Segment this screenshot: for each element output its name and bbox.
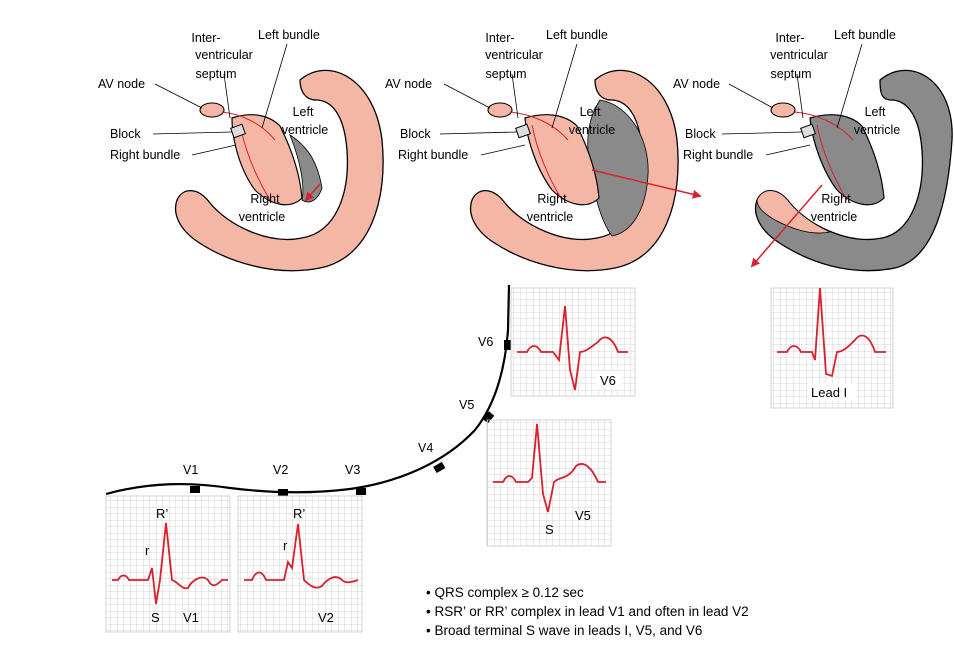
- electrode-v5: [482, 411, 495, 424]
- septum-label: septum: [196, 67, 237, 81]
- left-ventricle-label: ventricle: [854, 123, 901, 137]
- av-node-label: AV node: [385, 77, 432, 91]
- criterion-1: • QRS complex ≥ 0.12 sec: [426, 585, 584, 600]
- left-label: Left: [865, 105, 886, 119]
- electrode-v4: [433, 461, 446, 473]
- block-marker: [515, 123, 531, 139]
- electrode-v6: [504, 340, 511, 350]
- heart-panel-2: AV node Inter- ventricular septum Left b…: [385, 28, 702, 272]
- ventricular-label: ventricular: [485, 48, 543, 62]
- v2-electrode-label: V2: [273, 463, 288, 477]
- bundle-branches: [509, 111, 569, 201]
- ecg-trace-v5: [493, 423, 606, 513]
- v5-ecg-label: V5: [575, 508, 591, 523]
- v2-ecg-label: V2: [318, 610, 334, 625]
- ecg-trace-lead-i: [777, 287, 886, 378]
- left-bundle-label: Left bundle: [546, 28, 608, 42]
- right-ventricle-label: ventricle: [239, 210, 286, 224]
- ecg-trace-v2: [244, 523, 359, 589]
- ecg-panel-v2: r R’ V2: [237, 495, 363, 633]
- left-ventricle-label: ventricle: [569, 123, 616, 137]
- block-label: Block: [400, 127, 431, 141]
- r-prime-label: R’: [156, 506, 168, 521]
- electrode-v2: [278, 489, 288, 496]
- v4-electrode-label: V4: [418, 441, 433, 455]
- ecg-trace-v1: [112, 522, 228, 605]
- left-bundle-label: Left bundle: [834, 28, 896, 42]
- right-bundle-label: Right bundle: [398, 148, 468, 162]
- criterion-3: • Broad terminal S wave in leads I, V5, …: [426, 623, 702, 638]
- av-node: [199, 102, 225, 118]
- s-label: S: [545, 522, 554, 537]
- r-small-label: r: [145, 543, 150, 558]
- av-node-label: AV node: [98, 77, 145, 91]
- v6-electrode-label: V6: [478, 335, 493, 349]
- ecg-trace-v6: [517, 305, 628, 391]
- vector-arrow: [591, 169, 702, 199]
- vector-arrow: [304, 183, 321, 202]
- criterion-2: • RSR’ or RR’ complex in lead V1 and oft…: [426, 604, 749, 619]
- r-small-label: r: [283, 538, 288, 553]
- right-ventricle-label: ventricle: [811, 210, 858, 224]
- ecg-panel-v6: V6: [510, 287, 636, 397]
- av-node: [770, 102, 796, 118]
- av-node-label: AV node: [673, 77, 720, 91]
- lead-i-ecg-label: Lead I: [811, 385, 847, 400]
- bundle-branches: [794, 111, 854, 201]
- septum-label: septum: [771, 67, 812, 81]
- leader-lines: [152, 43, 288, 156]
- block-marker: [230, 123, 246, 139]
- heart-panel-3: AV node Inter- ventricular septum Left b…: [673, 28, 953, 272]
- inter-label: Inter-: [485, 31, 514, 45]
- septum-label: septum: [486, 67, 527, 81]
- right-ventricle-label: ventricle: [527, 210, 574, 224]
- electrodes: [190, 340, 511, 496]
- left-label: Left: [580, 105, 601, 119]
- leader-lines: [439, 43, 578, 156]
- leader-lines: [721, 43, 863, 156]
- left-label: Left: [293, 105, 314, 119]
- right-bundle-label: Right bundle: [110, 148, 180, 162]
- v3-electrode-label: V3: [345, 463, 360, 477]
- left-ventricle-label: ventricle: [282, 123, 329, 137]
- ventricular-label: ventricular: [770, 48, 828, 62]
- v1-ecg-label: V1: [183, 610, 199, 625]
- right-bundle-label: Right bundle: [683, 148, 753, 162]
- ecg-panel-lead-i: Lead I: [770, 287, 894, 409]
- right-label: Right: [250, 192, 280, 206]
- inter-label: Inter-: [191, 31, 220, 45]
- v5-electrode-label: V5: [459, 398, 474, 412]
- right-label: Right: [821, 192, 851, 206]
- septum: [809, 114, 885, 206]
- ecg-panel-v1: r R’ S V1: [105, 495, 231, 633]
- vector-arrow: [750, 184, 823, 268]
- s-label: S: [151, 610, 160, 625]
- ecg-panel-v5: S V5: [486, 419, 612, 547]
- criteria-list: • QRS complex ≥ 0.12 sec • RSR’ or RR’ c…: [426, 585, 749, 638]
- ventricular-label: ventricular: [195, 48, 253, 62]
- electrode-v3: [356, 488, 366, 495]
- septum: [524, 114, 600, 206]
- right-label: Right: [537, 192, 567, 206]
- heart-panel-1: AV node Inter- ventricular septum Left b…: [98, 28, 384, 272]
- block-label: Block: [685, 127, 716, 141]
- r-prime-label: R’: [293, 506, 305, 521]
- left-bundle-label: Left bundle: [258, 28, 320, 42]
- v1-electrode-label: V1: [183, 463, 198, 477]
- rv-outer-wall: [756, 190, 832, 234]
- v6-ecg-label: V6: [600, 373, 616, 388]
- ventricle-wall: [174, 69, 384, 272]
- chest-wall-curve: [105, 284, 511, 496]
- block-marker: [800, 123, 816, 139]
- electrode-v1: [190, 486, 200, 493]
- inter-label: Inter-: [775, 31, 804, 45]
- av-node: [487, 102, 513, 118]
- block-label: Block: [110, 127, 141, 141]
